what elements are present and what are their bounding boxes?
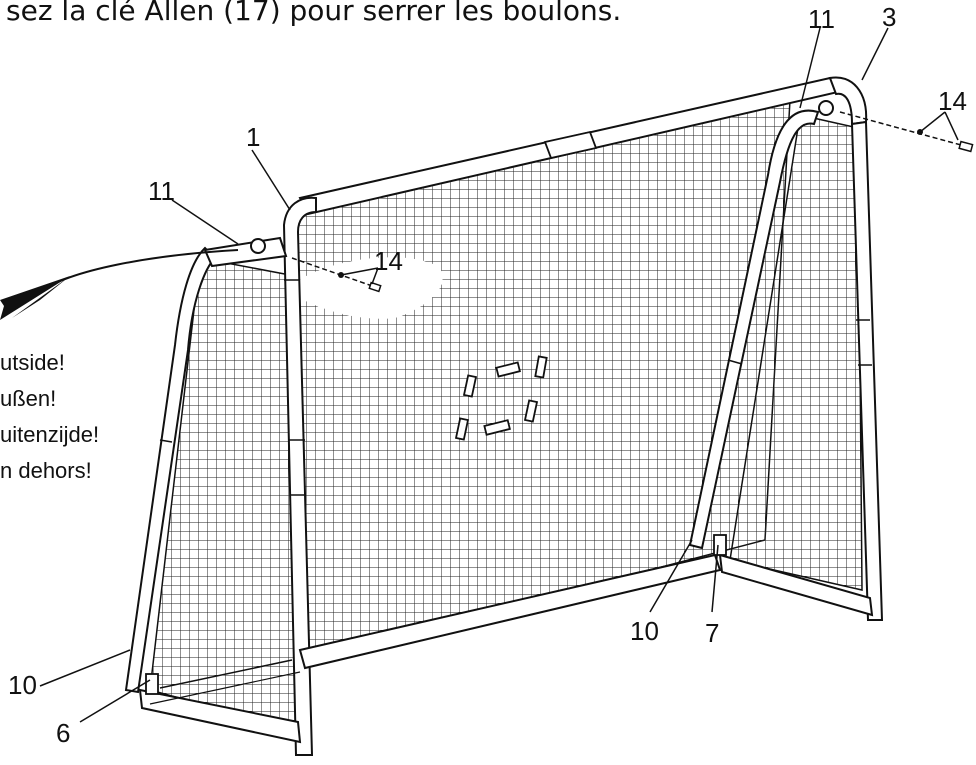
right-front-post xyxy=(850,120,884,621)
label-part-7: 7 xyxy=(705,618,720,648)
label-part-14-mid: 14 xyxy=(374,246,403,276)
outside-arrow-head xyxy=(0,276,70,320)
side-note-3: uitenzijde! xyxy=(0,422,100,447)
leader-lines xyxy=(39,27,959,723)
instruction-caption: sez la clé Allen (17) pour serrer les bo… xyxy=(6,0,622,27)
label-part-10-right: 10 xyxy=(630,616,659,646)
right-corner-bend xyxy=(828,76,868,126)
left-side-net xyxy=(149,257,297,731)
right-base-bar xyxy=(718,553,874,617)
right-side-net xyxy=(729,114,863,591)
right-back-stay xyxy=(688,109,820,550)
label-part-6: 6 xyxy=(56,718,71,748)
label-part-11-right: 11 xyxy=(808,4,835,34)
bolt-14-mid xyxy=(291,257,382,293)
left-front-post xyxy=(282,196,317,756)
side-note-1: utside! xyxy=(0,350,65,375)
side-note-4: n dehors! xyxy=(0,458,92,483)
label-part-14-right: 14 xyxy=(938,86,967,116)
bottom-back-bar xyxy=(298,553,722,670)
label-part-11-left: 11 xyxy=(148,176,175,206)
label-part-1: 1 xyxy=(246,122,261,152)
label-part-10-left: 10 xyxy=(8,670,37,700)
target-marks xyxy=(454,355,548,441)
side-note-2: ußen! xyxy=(0,386,57,411)
label-part-3: 3 xyxy=(882,2,897,32)
left-base-bar xyxy=(138,688,302,744)
